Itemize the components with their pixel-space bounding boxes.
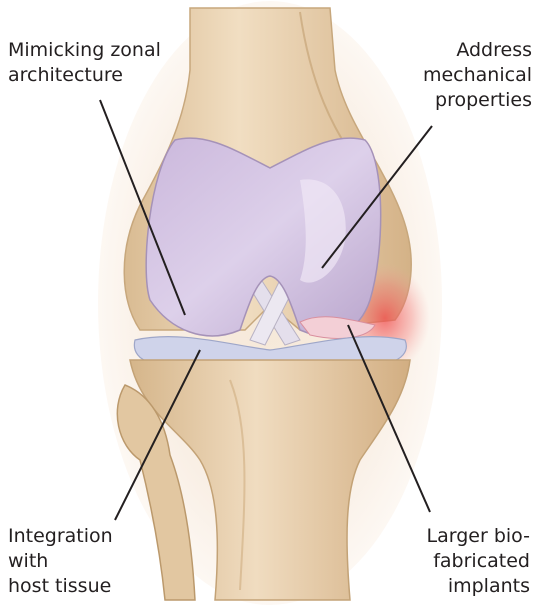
- label-line: properties: [423, 88, 532, 113]
- label-line: Integration: [8, 524, 113, 549]
- label-host-integration: Integration with host tissue: [8, 524, 113, 599]
- label-line: fabricated: [427, 549, 530, 574]
- label-mechanical-properties: Address mechanical properties: [423, 38, 532, 113]
- label-line: Larger bio-: [427, 524, 530, 549]
- label-line: implants: [427, 574, 530, 599]
- label-line: host tissue: [8, 574, 113, 599]
- label-line: Address: [423, 38, 532, 63]
- label-zonal-architecture: Mimicking zonal architecture: [8, 38, 161, 88]
- label-biofabricated-implants: Larger bio- fabricated implants: [427, 524, 530, 599]
- label-line: architecture: [8, 63, 161, 88]
- label-line: mechanical: [423, 63, 532, 88]
- label-line: with: [8, 549, 113, 574]
- label-line: Mimicking zonal: [8, 38, 161, 63]
